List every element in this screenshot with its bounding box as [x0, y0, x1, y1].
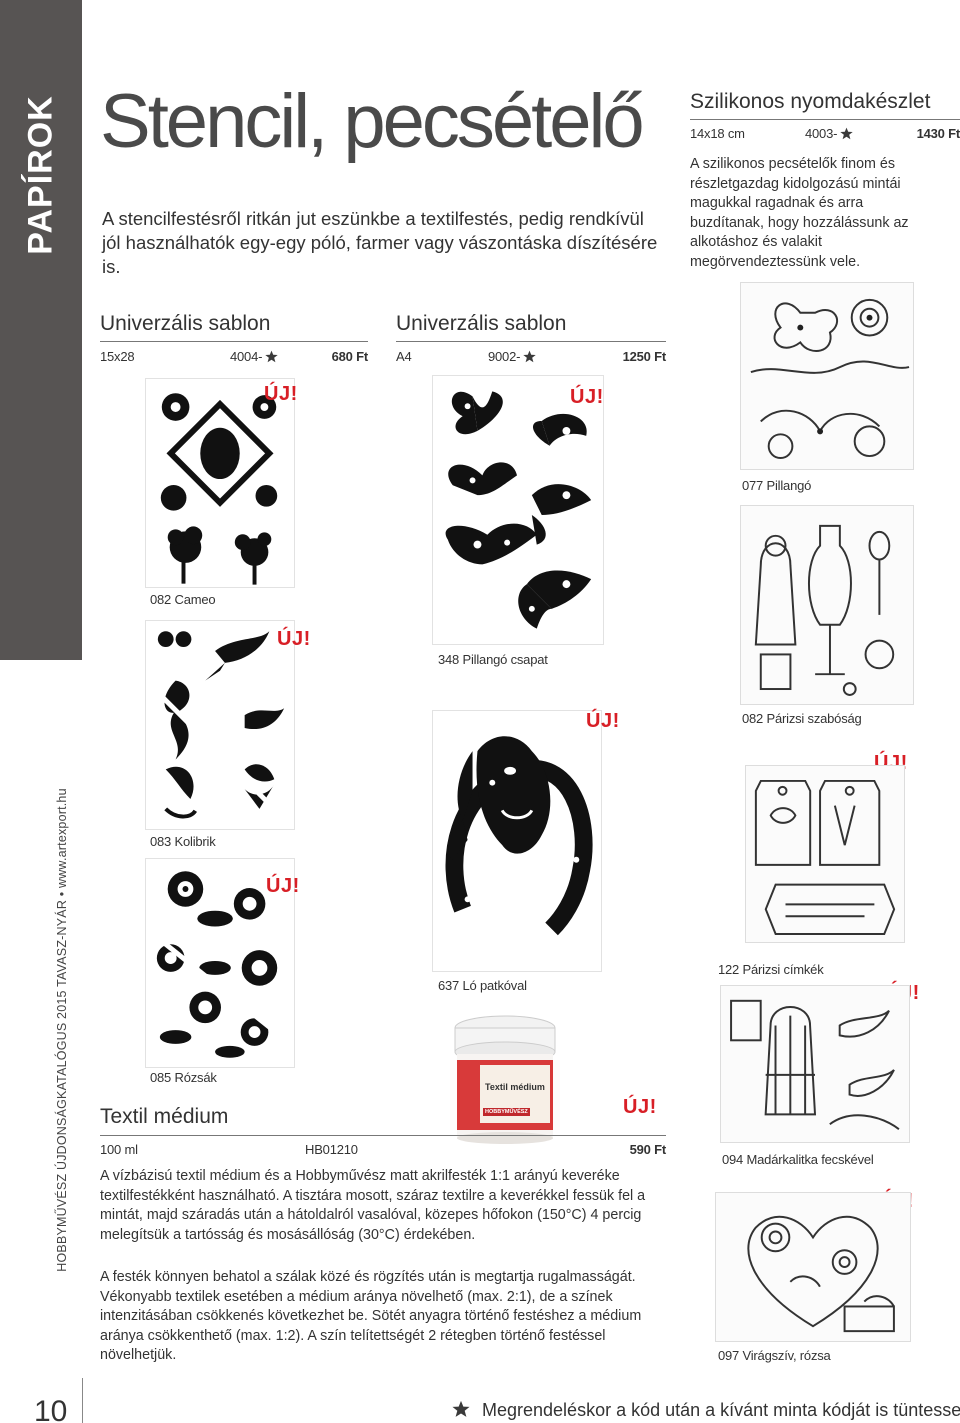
sablon-a4-title: Univerzális sablon	[396, 312, 567, 335]
parizsi-szabosag-stamp-art	[754, 524, 895, 696]
rozsak-stencil-art	[146, 871, 294, 1058]
sablon-15x28-code-wrap: 4004-	[230, 349, 278, 364]
stencil-rozsak-image	[145, 858, 295, 1068]
caption-cameo: 082 Cameo	[150, 592, 216, 607]
caption-rozsak: 085 Rózsák	[150, 1070, 217, 1085]
sablon-15x28-title: Univerzális sablon	[100, 312, 271, 335]
stencil-kolibrik-image	[145, 620, 295, 830]
jar-brand: HOBBYMŰVÉSZ	[483, 1108, 530, 1116]
textil-medium-rule	[100, 1135, 666, 1136]
new-badge-kolibrik: ÚJ!	[277, 628, 311, 650]
textil-medium-title: Textil médium	[100, 1105, 229, 1128]
textil-medium-size: 100 ml	[100, 1142, 138, 1157]
szilikon-title: Szilikonos nyomdakészlet	[690, 90, 931, 113]
star-icon	[523, 350, 536, 363]
textil-medium-paragraph-2: A festék könnyen behatol a szálak közé é…	[100, 1269, 642, 1363]
szilikon-description: A szilikonos pecsételők finom és részlet…	[690, 156, 909, 270]
caption-parizsi-szabosag: 082 Párizsi szabóság	[742, 711, 862, 726]
caption-madarkalitka: 094 Madárkalitka fecskével	[722, 1152, 874, 1167]
lo-patkoval-stencil-art	[445, 736, 593, 936]
category-tab-label: PAPÍROK	[21, 95, 60, 255]
viragsziv-stamp-art	[747, 1215, 895, 1333]
category-tab: PAPÍROK	[0, 0, 82, 660]
stamp-parizsi-szabosag-image	[740, 505, 914, 705]
sablon-15x28-size: 15x28	[100, 349, 135, 364]
stamp-viragsziv-image	[715, 1192, 911, 1342]
pillango-csapat-stencil-art	[445, 391, 592, 629]
new-badge-rozsak: ÚJ!	[266, 875, 300, 897]
sablon-a4-rule	[396, 341, 666, 342]
stamp-madarkalitka-image	[720, 985, 910, 1143]
caption-viragsziv: 097 Virágszív, rózsa	[718, 1348, 831, 1363]
page-title: Stencil, pecsételő	[100, 79, 645, 164]
jar-icon	[454, 1015, 556, 1144]
caption-parizsi-cimkek: 122 Párizsi címkék	[718, 962, 824, 977]
stencil-pillango-csapat-image	[432, 375, 604, 645]
madarkalitka-stamp-art	[730, 999, 900, 1130]
sablon-a4-price: 1250 Ft	[622, 349, 667, 364]
textil-medium-spec: 100 ml HB01210 590 Ft	[100, 1142, 666, 1160]
order-note: Megrendeléskor a kód után a kívánt minta…	[452, 1400, 960, 1421]
kolibrik-stencil-art	[146, 631, 294, 829]
sablon-15x28-price: 680 Ft	[331, 349, 369, 364]
caption-lo-patkoval: 637 Ló patkóval	[438, 978, 527, 993]
szilikon-rule	[690, 119, 960, 120]
textil-medium-price: 590 Ft	[629, 1142, 667, 1157]
szilikon-price: 1430 Ft	[916, 126, 960, 141]
intro-text: A stencilfestésről ritkán jut eszünkbe a…	[102, 208, 658, 277]
star-icon	[452, 1400, 470, 1417]
cameo-stencil-art	[160, 393, 278, 585]
textil-medium-jar-image: Textil médium HOBBYMŰVÉSZ	[445, 1010, 565, 1145]
order-note-text: Megrendeléskor a kód után a kívánt minta…	[482, 1400, 960, 1420]
new-badge-cameo: ÚJ!	[264, 383, 298, 405]
new-badge-textil-medium: ÚJ!	[623, 1096, 657, 1118]
sablon-a4-spec: A4 9002- 1250 Ft	[396, 349, 666, 367]
szilikon-size: 14x18 cm	[690, 126, 745, 141]
szilikon-code-wrap: 4003-	[805, 126, 853, 141]
footer-divider	[82, 1378, 83, 1423]
star-icon	[265, 350, 278, 363]
new-badge-lo-patkoval: ÚJ!	[586, 710, 620, 732]
stencil-cameo-image	[145, 378, 295, 588]
stamp-pillango-image	[740, 282, 914, 470]
catalog-footer-text: HOBBYMŰVÉSZ ÚJDONSÁGKATALÓGUS 2015 TAVAS…	[55, 788, 69, 1272]
star-icon	[840, 127, 853, 140]
sablon-a4-code: 9002-	[488, 349, 521, 364]
jar-label: Textil médium	[485, 1082, 545, 1092]
sablon-a4-code-wrap: 9002-	[488, 349, 536, 364]
caption-kolibrik: 083 Kolibrik	[150, 834, 216, 849]
stamp-parizsi-cimkek-image	[745, 765, 905, 943]
textil-medium-paragraph-1: A vízbázisú textil médium és a Hobbyművé…	[100, 1168, 646, 1243]
stencil-lo-patkoval-image	[432, 710, 602, 972]
sablon-15x28-spec: 15x28 4004- 680 Ft	[100, 349, 368, 367]
szilikon-spec: 14x18 cm 4003- 1430 Ft	[690, 126, 960, 144]
textil-medium-code: HB01210	[305, 1142, 358, 1157]
szilikon-code: 4003-	[805, 126, 838, 141]
pillango-stamp-art	[750, 298, 910, 460]
sablon-15x28-code: 4004-	[230, 349, 263, 364]
page-number: 10	[34, 1395, 68, 1423]
sablon-15x28-rule	[100, 341, 368, 342]
sablon-a4-size: A4	[396, 349, 412, 364]
caption-pillango-csapat: 348 Pillangó csapat	[438, 652, 548, 667]
caption-pillango: 077 Pillangó	[742, 478, 812, 493]
parizsi-cimkek-stamp-art	[754, 779, 896, 935]
new-badge-pillango-csapat: ÚJ!	[570, 386, 604, 408]
